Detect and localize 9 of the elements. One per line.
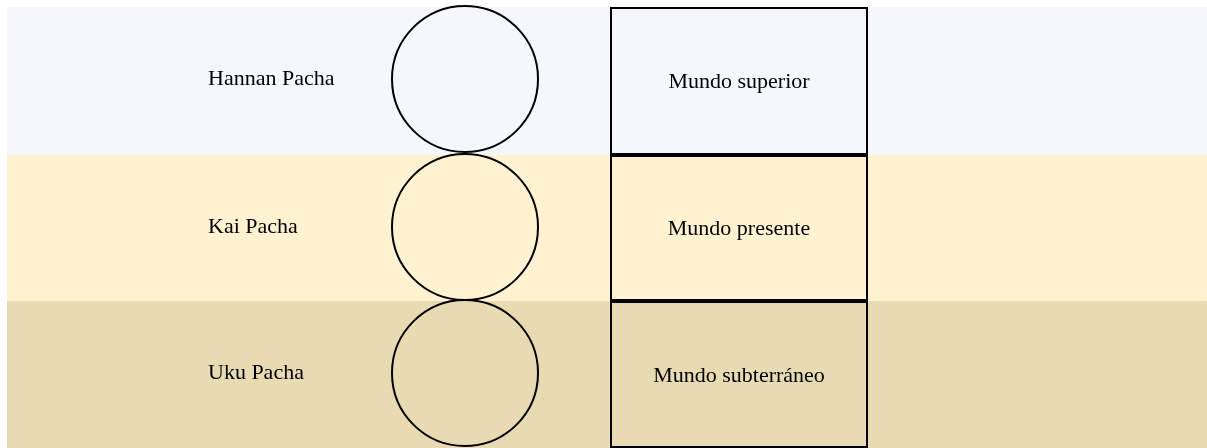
band-label: Uku Pacha <box>208 359 304 385</box>
world-box: Mundo subterráneo <box>610 301 868 448</box>
band <box>7 301 1207 448</box>
world-box: Mundo presente <box>610 155 868 301</box>
band-label: Hannan Pacha <box>208 65 335 91</box>
world-box: Mundo superior <box>610 7 868 155</box>
band-label: Kai Pacha <box>208 213 298 239</box>
band <box>7 7 1207 155</box>
band <box>7 155 1207 301</box>
